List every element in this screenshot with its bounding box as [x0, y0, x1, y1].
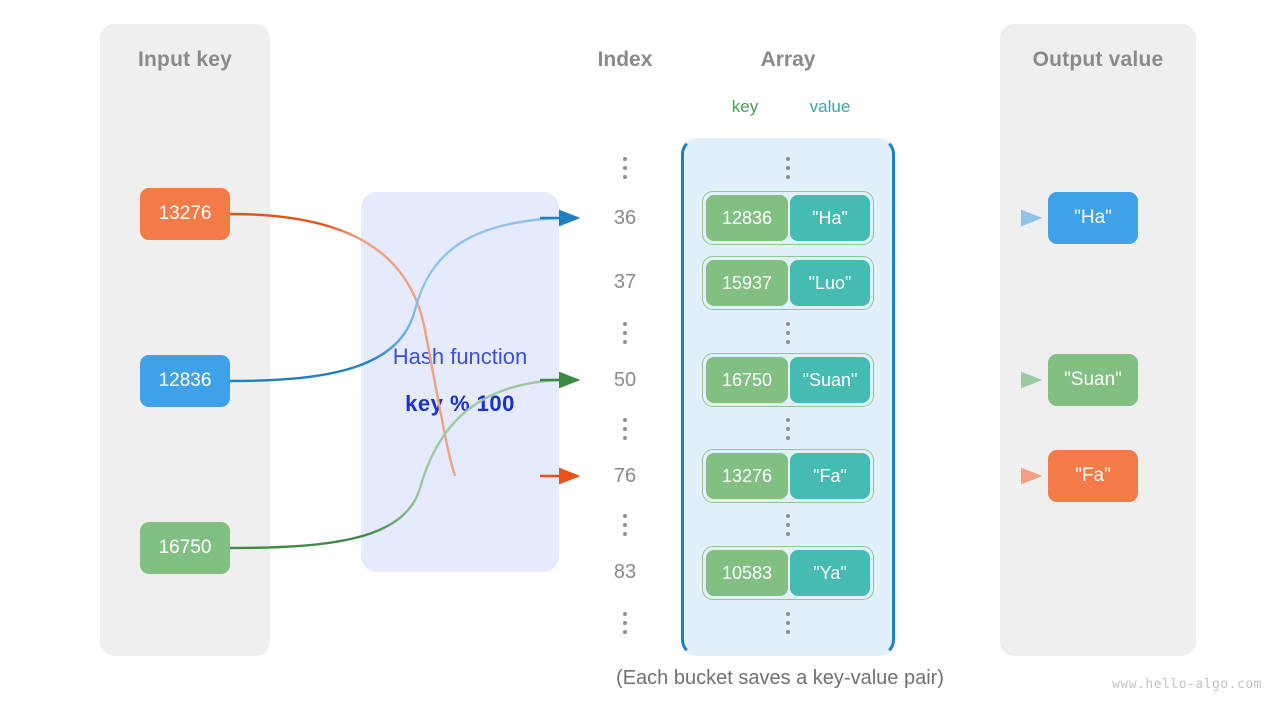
caption-text: (Each bucket saves a key-value pair) [616, 667, 944, 689]
bucket-50[interactable]: 16750 "Suan" [702, 353, 874, 407]
bucket-83[interactable]: 10583 "Ya" [702, 546, 874, 600]
bucket-50-key: 16750 [706, 357, 788, 403]
hash-function-expression: key % 100 [405, 391, 515, 416]
index-ellipsis-2 [615, 322, 635, 344]
hash-function-box [361, 192, 559, 572]
output-value-fa[interactable]: "Fa" [1048, 450, 1138, 502]
bucket-36-key: 12836 [706, 195, 788, 241]
index-ellipsis-3 [615, 418, 635, 440]
index-ellipsis-bottom [615, 612, 635, 634]
index-76: 76 [613, 465, 637, 487]
array-ellipsis-bottom [778, 612, 798, 634]
bucket-37-value: "Luo" [790, 260, 870, 306]
bucket-36[interactable]: 12836 "Ha" [702, 191, 874, 245]
bucket-83-key: 10583 [706, 550, 788, 596]
input-key-panel-title: Input key [138, 48, 232, 71]
value-column-label: value [809, 97, 851, 116]
hash-function-label: Hash function [392, 344, 528, 369]
array-column-heading: Array [760, 48, 816, 71]
array-ellipsis-2 [778, 322, 798, 344]
bucket-37-key: 15937 [706, 260, 788, 306]
bucket-76-key: 13276 [706, 453, 788, 499]
bucket-37[interactable]: 15937 "Luo" [702, 256, 874, 310]
bucket-83-value: "Ya" [790, 550, 870, 596]
index-50: 50 [613, 369, 637, 391]
bucket-36-value: "Ha" [790, 195, 870, 241]
bucket-50-value: "Suan" [790, 357, 870, 403]
output-value-panel: Output value [1000, 24, 1196, 656]
array-ellipsis-4 [778, 514, 798, 536]
index-36: 36 [613, 207, 637, 229]
bucket-76[interactable]: 13276 "Fa" [702, 449, 874, 503]
input-key-13276[interactable]: 13276 [140, 188, 230, 240]
input-key-12836[interactable]: 12836 [140, 355, 230, 407]
output-value-ha[interactable]: "Ha" [1048, 192, 1138, 244]
output-value-suan[interactable]: "Suan" [1048, 354, 1138, 406]
key-column-label: key [731, 97, 759, 116]
watermark-url: www.hello-algo.com [1112, 677, 1262, 692]
bucket-76-value: "Fa" [790, 453, 870, 499]
output-value-panel-title: Output value [1032, 48, 1164, 71]
input-key-16750[interactable]: 16750 [140, 522, 230, 574]
index-column-heading: Index [597, 48, 653, 71]
array-ellipsis-3 [778, 418, 798, 440]
index-ellipsis-top [615, 157, 635, 179]
index-ellipsis-4 [615, 514, 635, 536]
index-37: 37 [613, 271, 637, 293]
index-83: 83 [613, 561, 637, 583]
array-ellipsis-top [778, 157, 798, 179]
